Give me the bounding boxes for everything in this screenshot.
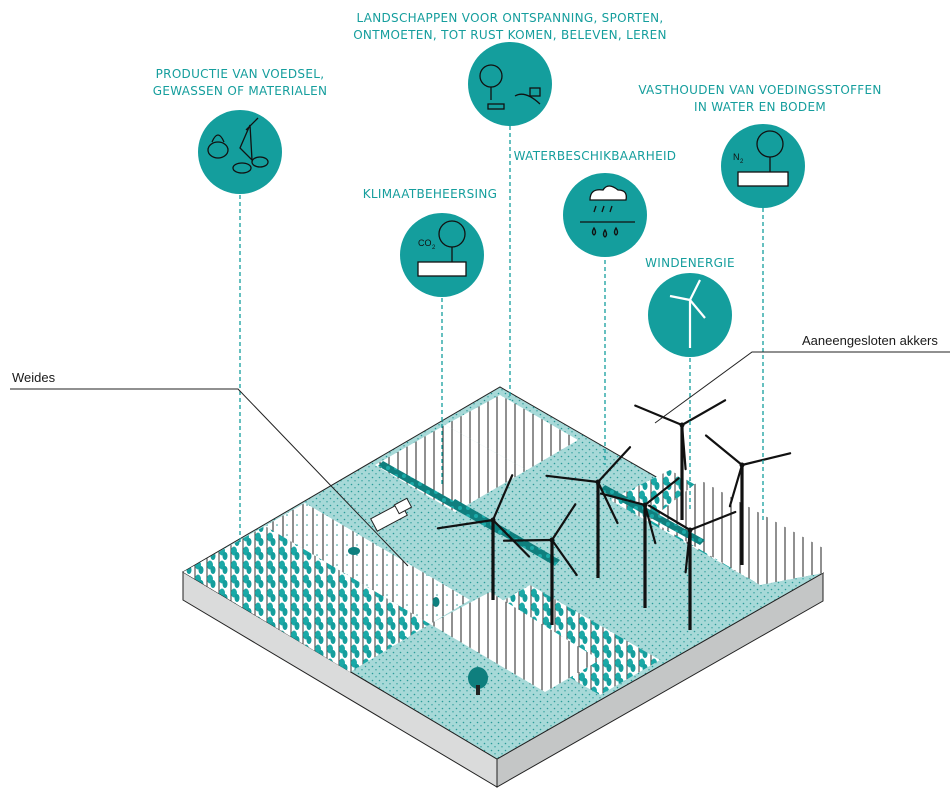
callout-akkers: Aaneengesloten akkers	[802, 333, 938, 348]
akkers-callout-line	[654, 351, 950, 424]
bush	[348, 547, 360, 555]
label-line: ONTMOETEN, TOT RUST KOMEN, BELEVEN, LERE…	[353, 28, 667, 42]
wind-turbines	[436, 399, 792, 630]
service-circle-wind	[648, 273, 732, 357]
label-line: PRODUCTIE VAN VOEDSEL,	[155, 67, 325, 81]
co2-subscript: 2	[432, 245, 436, 251]
label-climate: KLIMAATBEHEERSING	[350, 186, 510, 203]
wind-turbine	[647, 504, 737, 630]
label-line: VASTHOUDEN VAN VOEDINGSSTOFFEN	[638, 83, 882, 97]
n2-subscript: 2	[740, 159, 744, 165]
fields	[183, 395, 823, 695]
callout-weides: Weides	[12, 370, 56, 385]
wind-turbine	[436, 474, 531, 600]
field-stripes-front	[430, 592, 600, 692]
rain-cloud-icon	[580, 185, 635, 238]
service-circle-nutrients: N 2	[721, 124, 805, 208]
service-circle-water	[563, 173, 647, 257]
crops-icon	[207, 117, 269, 174]
wind-turbine	[502, 503, 578, 625]
field-crops-left	[183, 526, 430, 672]
tree	[468, 667, 488, 689]
recreation-icon	[479, 64, 541, 110]
n2-label: N	[733, 152, 740, 162]
field-stripes-back-left	[375, 425, 527, 512]
label-landscape: LANDSCHAPPEN VOOR ONTSPANNING, SPORTEN, …	[330, 10, 690, 44]
label-wind: WINDENERGIE	[630, 255, 750, 272]
label-water: WATERBESCHIKBAARHEID	[500, 148, 690, 165]
nutrient-soil-icon	[737, 130, 789, 187]
label-line: LANDSCHAPPEN VOOR ONTSPANNING, SPORTEN,	[356, 11, 664, 25]
label-line: GEWASSEN OF MATERIALEN	[152, 84, 328, 98]
label-line: WATERBESCHIKBAARHEID	[513, 149, 677, 163]
label-production: PRODUCTIE VAN VOEDSEL, GEWASSEN OF MATER…	[150, 66, 330, 100]
farm-objects	[348, 497, 488, 695]
wind-turbine	[599, 477, 680, 608]
wind-turbine	[545, 446, 632, 578]
co2-soil-icon	[417, 220, 467, 277]
wind-turbine	[634, 399, 727, 520]
field-stripes-right	[650, 480, 823, 585]
label-nutrients: VASTHOUDEN VAN VOEDINGSSTOFFEN IN WATER …	[630, 82, 890, 116]
wind-turbine-icon	[669, 279, 706, 348]
label-line: IN WATER EN BODEM	[694, 100, 826, 114]
bush	[432, 597, 440, 607]
service-circle-landscape	[468, 42, 552, 126]
weides-callout-line	[10, 388, 409, 567]
field-pasture-stripes-left	[265, 503, 470, 624]
service-circle-production	[198, 110, 282, 194]
co2-label: CO	[418, 238, 432, 248]
field-stripes-back-right	[445, 395, 578, 470]
label-line: WINDENERGIE	[645, 256, 735, 270]
label-line: KLIMAATBEHEERSING	[362, 187, 498, 201]
callout-lines	[10, 351, 950, 567]
wind-turbine	[704, 434, 792, 565]
leader-lines	[239, 126, 764, 545]
service-circle-climate: CO 2	[400, 213, 484, 297]
